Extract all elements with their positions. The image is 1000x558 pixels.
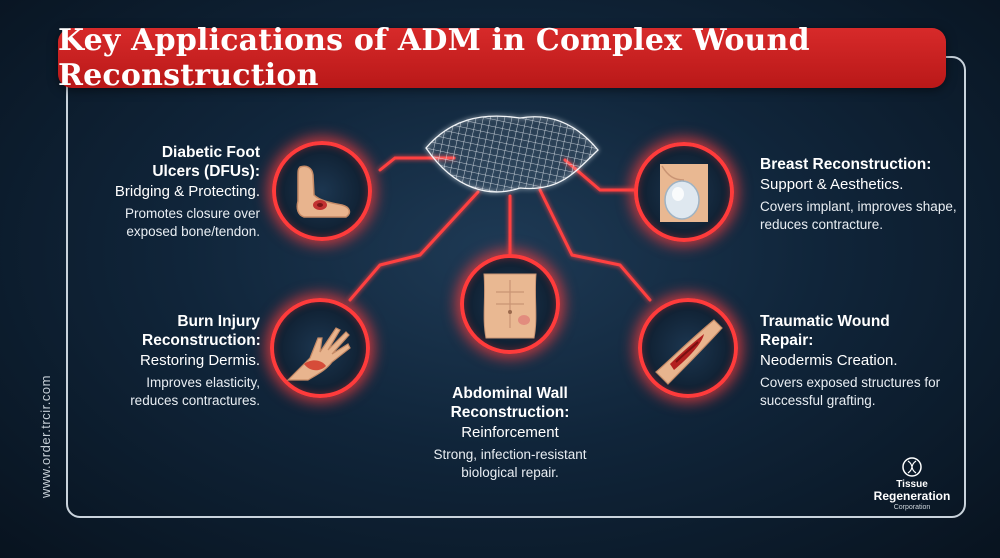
app-abdomen-heading: Abdominal Wall Reconstruction: [450,385,570,421]
adm-mesh-icon [425,115,599,193]
app-abdomen-subtitle: Reinforcement [461,424,559,441]
abdomen-icon-circle [460,254,560,354]
breast-implant-icon [660,164,708,222]
app-foot-heading: Diabetic Foot Ulcers (DFUs): [152,144,260,180]
wounded-leg-icon [655,319,723,385]
app-breast-description: Covers implant, improves shape, reduces … [760,199,957,232]
company-logo: Tissue Regeneration Corporation [862,456,962,512]
app-burn-subtitle: Restoring Dermis. [139,352,260,369]
logo-line-2: Regeneration [873,489,951,503]
app-breast-heading: Breast Reconstruction: [760,156,932,173]
app-trauma-heading: Traumatic Wound Repair: [760,313,890,349]
connector-burn [348,190,480,302]
foot-icon [296,165,351,218]
app-trauma-description: Covers exposed structures for successful… [760,375,941,408]
title-banner: Key Applications of ADM in Complex Wound… [58,23,946,93]
foot-icon-circle [272,141,372,241]
app-foot-description: Promotes closure over exposed bone/tendo… [124,206,260,239]
app-foot-text: Diabetic Foot Ulcers (DFUs): Bridging & … [82,143,260,241]
app-abdomen-description: Strong, infection-resistant biological r… [433,447,587,480]
app-trauma-text: Traumatic Wound Repair: Neodermis Creati… [760,312,950,410]
app-abdomen-text: Abdominal Wall Reconstruction: Reinforce… [405,384,615,482]
app-burn-text: Burn Injury Reconstruction: Restoring De… [82,312,261,410]
app-breast-text: Breast Reconstruction: Support & Aesthet… [760,155,960,234]
page-title: Key Applications of ADM in Complex Wound… [58,23,810,93]
website-url: www.order.trcir.com [38,375,53,498]
app-foot-subtitle: Bridging & Protecting. [114,183,260,200]
dna-leaf-icon [902,457,922,477]
abdomen-icon [483,273,537,339]
burned-hand-icon [286,327,351,381]
app-trauma-subtitle: Neodermis Creation. [760,352,898,369]
breast-implant-icon-circle [634,142,734,242]
wounded-leg-icon-circle [638,298,738,398]
logo-line-1: Tissue [896,479,928,490]
app-breast-subtitle: Support & Aesthetics. [760,176,904,193]
logo-line-3: Corporation [893,504,931,511]
app-burn-description: Improves elasticity, reduces contracture… [130,375,260,408]
app-burn-heading: Burn Injury Reconstruction: [142,313,261,349]
connector-trauma [538,188,652,302]
burned-hand-icon-circle [270,298,370,398]
